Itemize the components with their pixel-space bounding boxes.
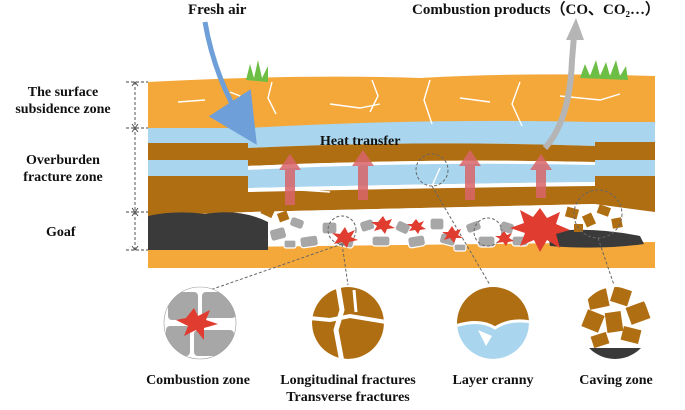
detail-markers (209, 153, 623, 291)
left-water-layer-2 (148, 160, 248, 176)
fresh-air-label: Fresh air (188, 2, 247, 18)
combustion-zone-outline (163, 286, 237, 360)
surface-subsidence-zone-label: The surface subsidence zone (2, 84, 124, 118)
combustion-zone-detail (164, 287, 236, 359)
left-brown-layer-2 (148, 176, 248, 216)
goaf-label: Goaf (46, 225, 76, 240)
heat-transfer-label: Heat transfer (320, 134, 401, 149)
combustion-products-label: Combustion products（CO、CO₂…） (412, 2, 661, 18)
overburden-fracture-zone-label: Overburden fracture zone (4, 152, 122, 186)
fire-icons (332, 208, 570, 252)
subsided-brown-layer-2 (248, 186, 595, 212)
combustion-products-arrow (542, 35, 577, 150)
grass-icon-left (246, 60, 268, 82)
layer-cranny-caption: Layer cranny (452, 373, 534, 388)
left-coal-seam (148, 212, 268, 250)
overburden-line-2: fracture zone (23, 170, 103, 185)
surface-subsidence-line-1: The surface (27, 85, 99, 100)
left-water-layer-1 (148, 128, 248, 143)
grass-icon-right (580, 60, 628, 80)
combustion-zone-caption: Combustion zone (146, 373, 250, 388)
floor-layer (148, 242, 655, 268)
subsided-brown-layer-1 (248, 143, 595, 166)
left-brown-layer-1 (148, 143, 248, 160)
layer-cranny-detail (457, 287, 529, 359)
right-coal-seam (548, 229, 644, 248)
right-water-layer-2 (595, 160, 655, 176)
caving-zone-detail (579, 287, 651, 359)
surface-subsidence-line-2: subsidence zone (15, 102, 111, 117)
heat-transfer-arrows (279, 150, 552, 205)
combustion-products-arrowhead (566, 18, 584, 40)
caving-zone-caption: Caving zone (579, 373, 653, 388)
right-brown-layer-1 (595, 142, 655, 160)
fractures-caption-line-1: Longitudinal fractures (280, 373, 416, 388)
fresh-air-arrow (202, 21, 257, 145)
surface-soil-layer (148, 74, 655, 133)
right-water-layer-1 (595, 122, 655, 142)
subsided-water-layer-2 (248, 163, 595, 188)
subsided-water-layer-1 (248, 120, 595, 148)
zone-brackets (126, 81, 148, 251)
subsided-white-gap-2 (248, 182, 595, 192)
fractures-detail (312, 287, 384, 359)
subsided-white-gap-1 (248, 160, 595, 170)
fractures-caption-line-2: Transverse fractures (286, 390, 410, 405)
fractures-caption: Longitudinal fractures Transverse fractu… (262, 372, 434, 406)
overburden-line-1: Overburden (26, 153, 100, 168)
